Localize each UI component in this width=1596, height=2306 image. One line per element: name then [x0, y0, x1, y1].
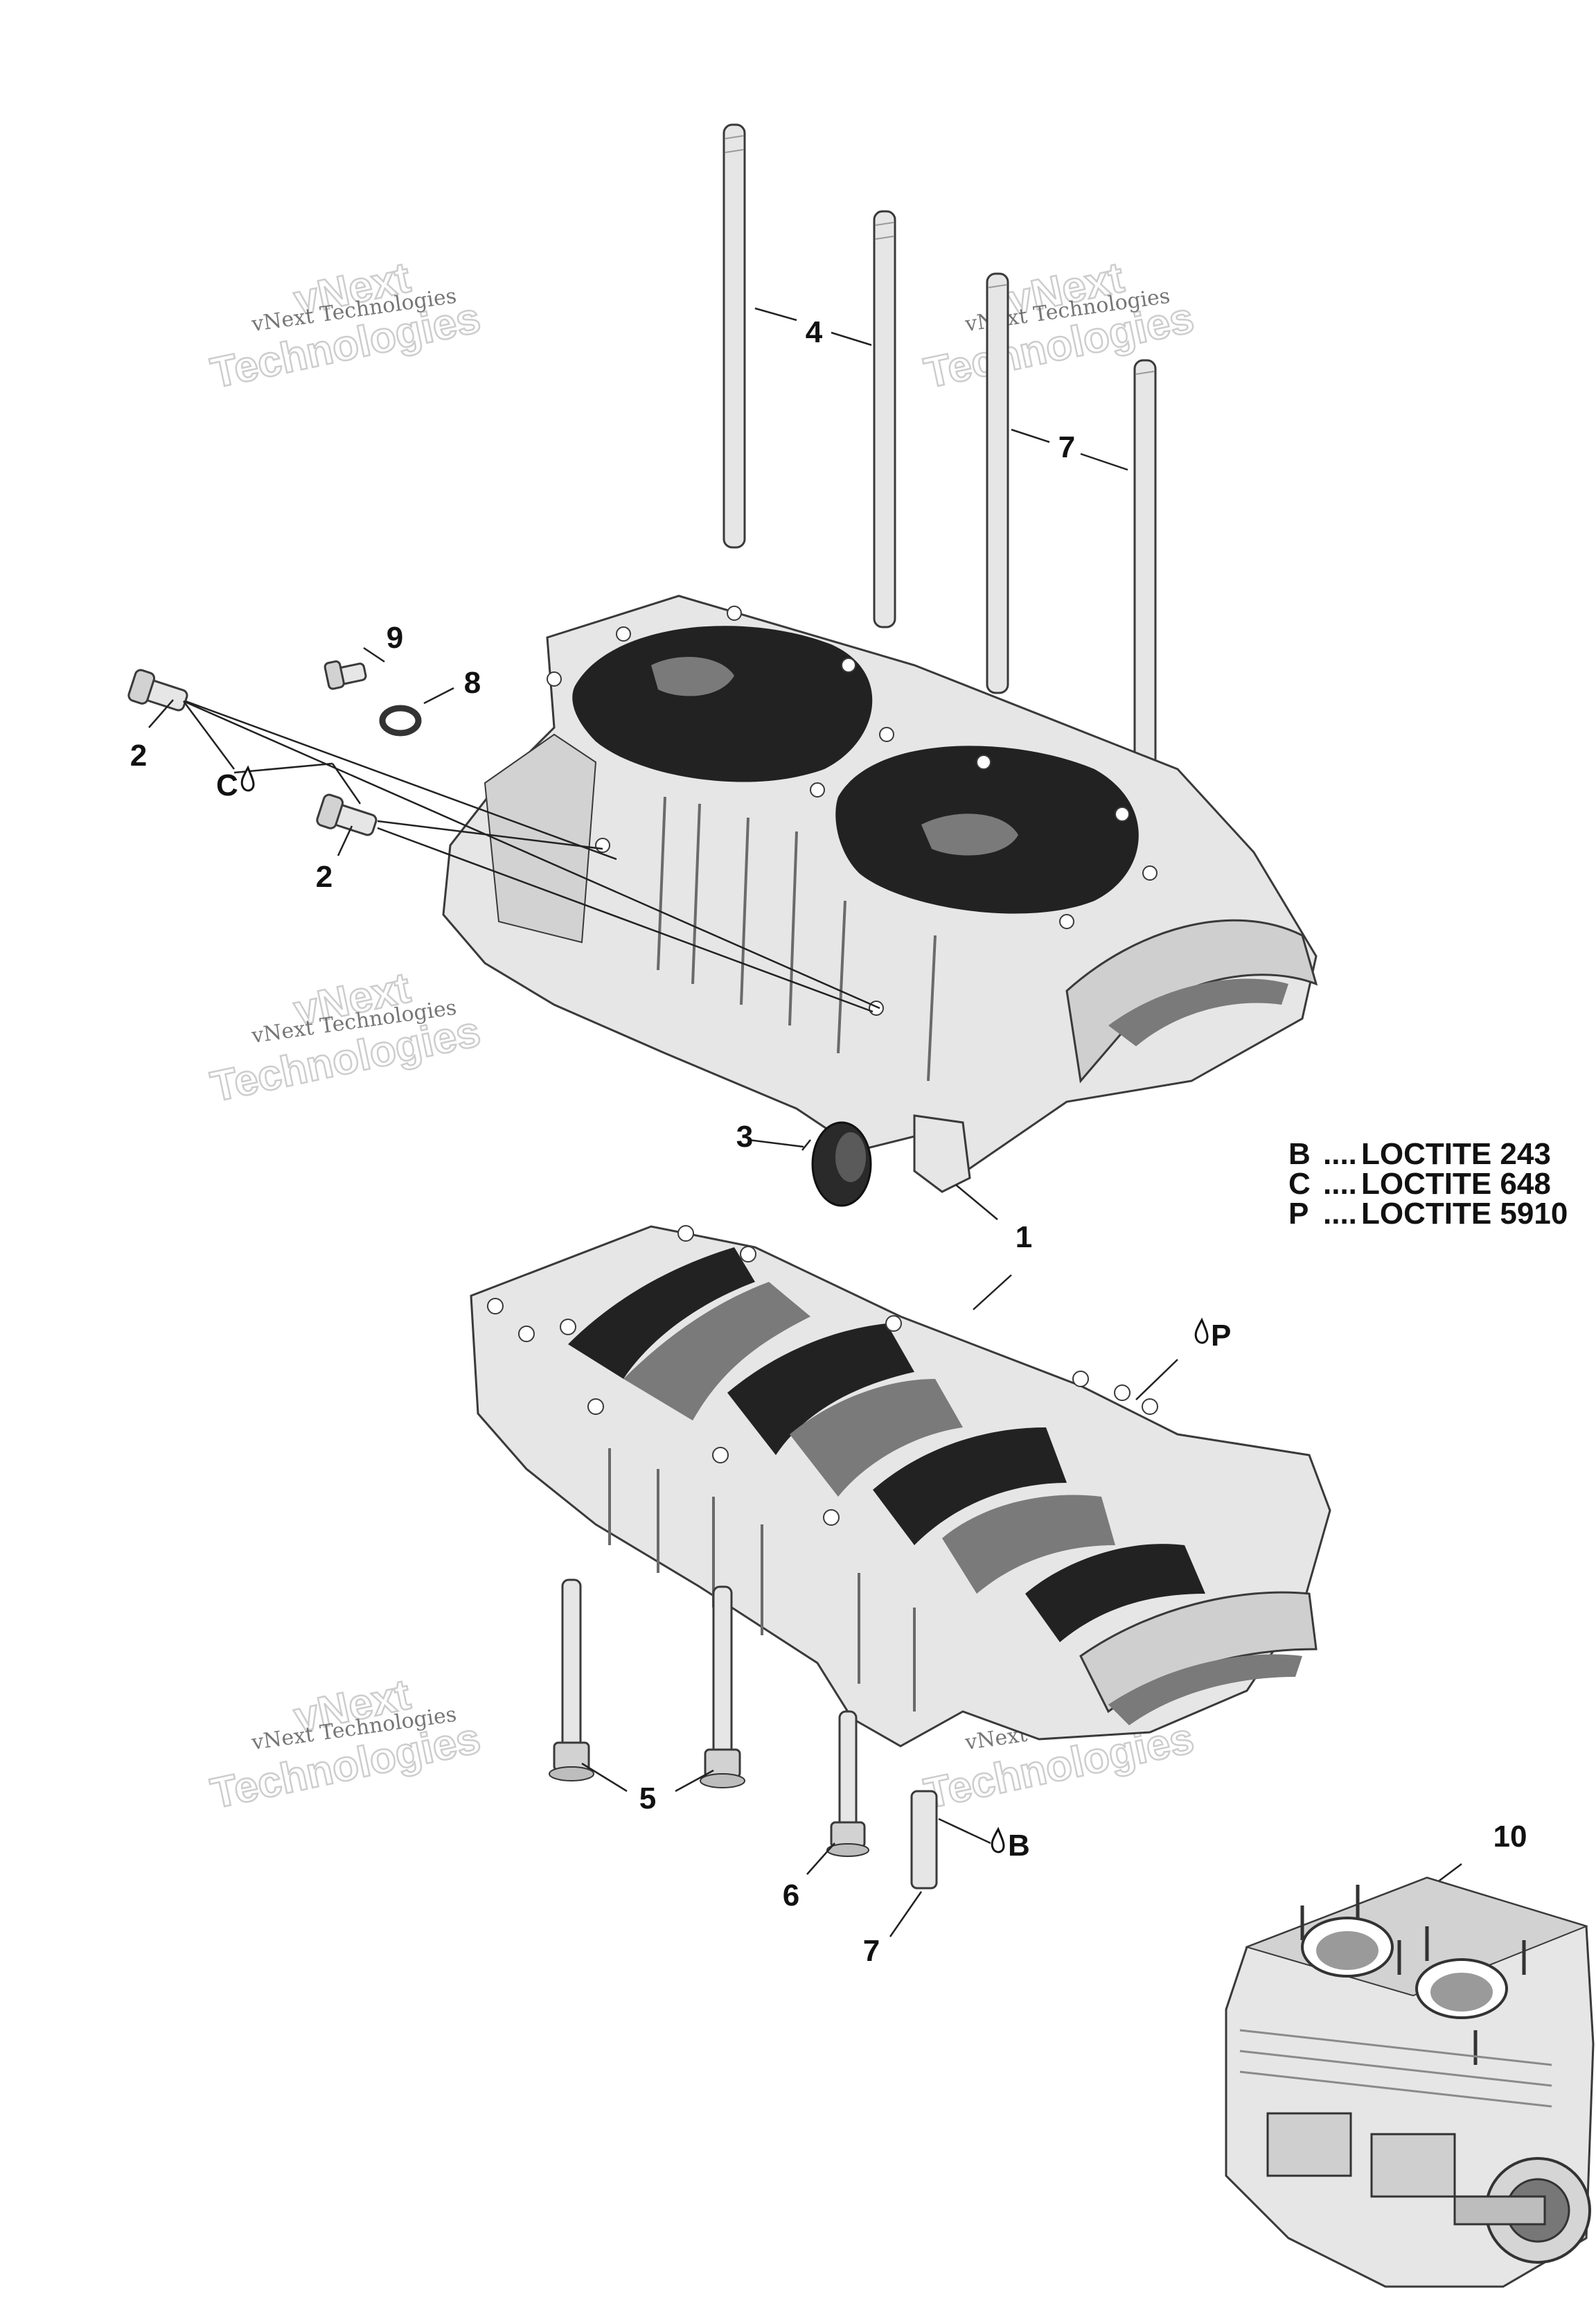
adhesive-legend: B .... LOCTITE 243 C .... LOCTITE 648 P …: [1288, 1137, 1568, 1231]
callout-9: 9: [387, 621, 403, 655]
stud-3: [986, 272, 1009, 694]
svg-text:....: ....: [1323, 1197, 1357, 1231]
dowel-part-6: [910, 1790, 938, 1890]
callout-3: 3: [736, 1120, 753, 1154]
callout-2-lower: 2: [316, 860, 332, 894]
drop-icon: [240, 765, 255, 792]
svg-text:LOCTITE 243: LOCTITE 243: [1361, 1137, 1551, 1171]
svg-text:....: ....: [1323, 1137, 1357, 1171]
callouts: 4 7 9 8 2 2 3 1 5 6 7 10: [130, 315, 1527, 1968]
seal-part-3: [811, 1121, 872, 1207]
svg-text:P: P: [1211, 1319, 1231, 1353]
bolts-part-4: [549, 1578, 745, 1788]
legend-row-c: C .... LOCTITE 648: [1288, 1167, 1551, 1201]
bolt-part-2-lower: [316, 793, 378, 836]
legend-row-p: P .... LOCTITE 5910: [1288, 1197, 1568, 1231]
callout-6: 7: [863, 1934, 880, 1968]
legend-row-b: B .... LOCTITE 243: [1288, 1137, 1551, 1171]
svg-text:B: B: [1008, 1829, 1030, 1863]
watermark-top-left: vNext Technologies vNext Technologies: [206, 253, 485, 398]
callout-7-left: 4: [806, 315, 823, 349]
stud-1: [722, 123, 746, 549]
callout-10: 10: [1493, 1820, 1527, 1854]
adhesive-mark-c: C: [216, 765, 255, 802]
callout-2-upper: 2: [130, 739, 147, 773]
engine-assembly-part-10: [1225, 1876, 1595, 2288]
svg-text:B: B: [1288, 1137, 1311, 1171]
svg-text:LOCTITE 5910: LOCTITE 5910: [1361, 1197, 1568, 1231]
watermark-bottom-left: vNext Technologies vNext Technologies: [206, 1670, 485, 1819]
svg-text:C: C: [1288, 1167, 1311, 1201]
svg-text:....: ....: [1323, 1167, 1357, 1201]
plug-part-9: [323, 660, 367, 690]
adhesive-mark-p: P: [1194, 1317, 1231, 1353]
stud-2: [873, 210, 896, 628]
cylinder-studs: [722, 123, 1157, 777]
upper-crankcase: [442, 595, 1318, 1193]
drop-icon: [991, 1827, 1005, 1854]
stud-4: [1133, 359, 1157, 777]
svg-text:P: P: [1288, 1197, 1309, 1231]
callout-1: 1: [1016, 1220, 1032, 1254]
callout-5: 6: [783, 1878, 799, 1912]
adhesive-mark-b: B: [991, 1827, 1030, 1863]
watermark-mid-left: vNext Technologies vNext Technologies: [206, 963, 485, 1112]
svg-text:LOCTITE 648: LOCTITE 648: [1361, 1167, 1551, 1201]
washer-part-8: [379, 705, 422, 737]
bolt-part-2-upper: [127, 669, 188, 712]
drop-icon: [1194, 1317, 1209, 1344]
callout-4: 5: [639, 1781, 656, 1815]
callout-7-right: 7: [1058, 430, 1075, 464]
bolt-part-5: [826, 1710, 869, 1857]
callout-8: 8: [464, 666, 481, 700]
lower-crankcase: [470, 1225, 1331, 1748]
svg-text:C: C: [216, 768, 238, 802]
